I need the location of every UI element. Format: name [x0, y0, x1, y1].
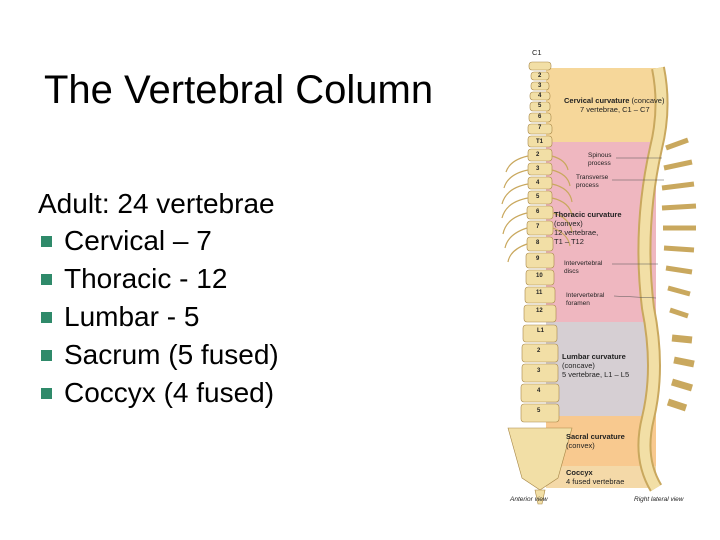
vertebra-number-t1: T1	[536, 139, 544, 145]
square-bullet-icon	[41, 349, 52, 361]
coccyx	[534, 489, 546, 505]
vertebra-number-thoracic: 6	[536, 209, 540, 215]
coccyx-band	[546, 466, 656, 488]
square-bullet-icon	[41, 311, 52, 323]
vertebra-number-thoracic: 2	[536, 152, 540, 158]
body-text: Adult: 24 vertebrae Cervical – 7 Thoraci…	[38, 186, 279, 412]
vertebra-number-cervical: 4	[538, 93, 542, 99]
vertebra-number-thoracic: 10	[536, 273, 543, 279]
vertebra-number-lumbar: 4	[537, 388, 541, 394]
vertebra-c1	[528, 61, 552, 71]
sacral-curvature-label: Sacral curvature (convex)	[566, 432, 625, 450]
spine-illustration	[501, 61, 697, 505]
lead-line: Adult: 24 vertebrae	[38, 188, 275, 219]
slide-title: The Vertebral Column	[44, 68, 434, 112]
vertebra-number-cervical: 5	[538, 103, 542, 109]
vertebra-number-thoracic: 3	[536, 166, 540, 172]
thoracic-curvature-label: Thoracic curvature (convex) 12 vertebrae…	[554, 210, 622, 246]
cervical-band	[546, 68, 656, 142]
bullet-item: Thoracic - 12	[38, 260, 279, 298]
lumbar-band	[546, 322, 656, 416]
bullet-item: Cervical – 7	[38, 222, 279, 260]
square-bullet-icon	[41, 387, 52, 399]
bullet-text: Coccyx (4 fused)	[64, 377, 275, 408]
square-bullet-icon	[41, 273, 52, 285]
lumbar-curvature-label: Lumbar curvature (concave) 5 vertebrae, …	[562, 352, 630, 379]
vertebra-number-cervical: 3	[538, 83, 542, 89]
vertebra-number-thoracic: 7	[536, 224, 540, 230]
vertebra-number-lumbar: 3	[537, 368, 541, 374]
bullet-text: Thoracic - 12	[64, 263, 228, 294]
vertebra-number-l1: L1	[537, 328, 545, 334]
bullet-item: Coccyx (4 fused)	[38, 374, 279, 412]
square-bullet-icon	[41, 235, 52, 247]
vertebra-number-thoracic: 4	[536, 180, 540, 186]
lateral-spine	[637, 66, 697, 492]
bullet-text: Cervical – 7	[64, 225, 212, 256]
bullet-item: Lumbar - 5	[38, 298, 279, 336]
vertebra-number-lumbar: 2	[537, 348, 541, 354]
vertebra-number-lumbar: 5	[537, 408, 541, 414]
vertebra-number-thoracic: 8	[536, 240, 540, 246]
anterior-ribs	[501, 155, 573, 263]
anterior-spine	[507, 61, 573, 505]
bullet-text: Sacrum (5 fused)	[64, 339, 279, 370]
bullet-item: Sacrum (5 fused)	[38, 336, 279, 374]
vertebral-column-figure: C1 Cervical curvature (concave) 7 verteb…	[488, 48, 714, 510]
coccyx-label: Coccyx 4 fused vertebrae	[566, 468, 625, 486]
vertebra-number-thoracic: 12	[536, 308, 543, 314]
sacrum	[507, 427, 573, 491]
leader-lines	[612, 157, 664, 299]
bullet-text: Lumbar - 5	[64, 301, 200, 332]
c1-label: C1	[532, 48, 542, 57]
vertebra-number-cervical: 7	[538, 125, 542, 131]
anterior-view-label: Anterior view	[510, 496, 548, 503]
thoracic-band	[546, 142, 656, 322]
cervical-curvature-label: Cervical curvature (concave) 7 vertebrae…	[564, 96, 665, 114]
vertebra-number-thoracic: 9	[536, 256, 540, 262]
lateral-view-label: Right lateral view	[634, 496, 684, 503]
vertebra-number-cervical: 2	[538, 73, 542, 79]
vertebra-number-cervical: 6	[538, 114, 542, 120]
vertebra-number-thoracic: 11	[536, 290, 543, 296]
vertebra-number-thoracic: 5	[536, 194, 540, 200]
